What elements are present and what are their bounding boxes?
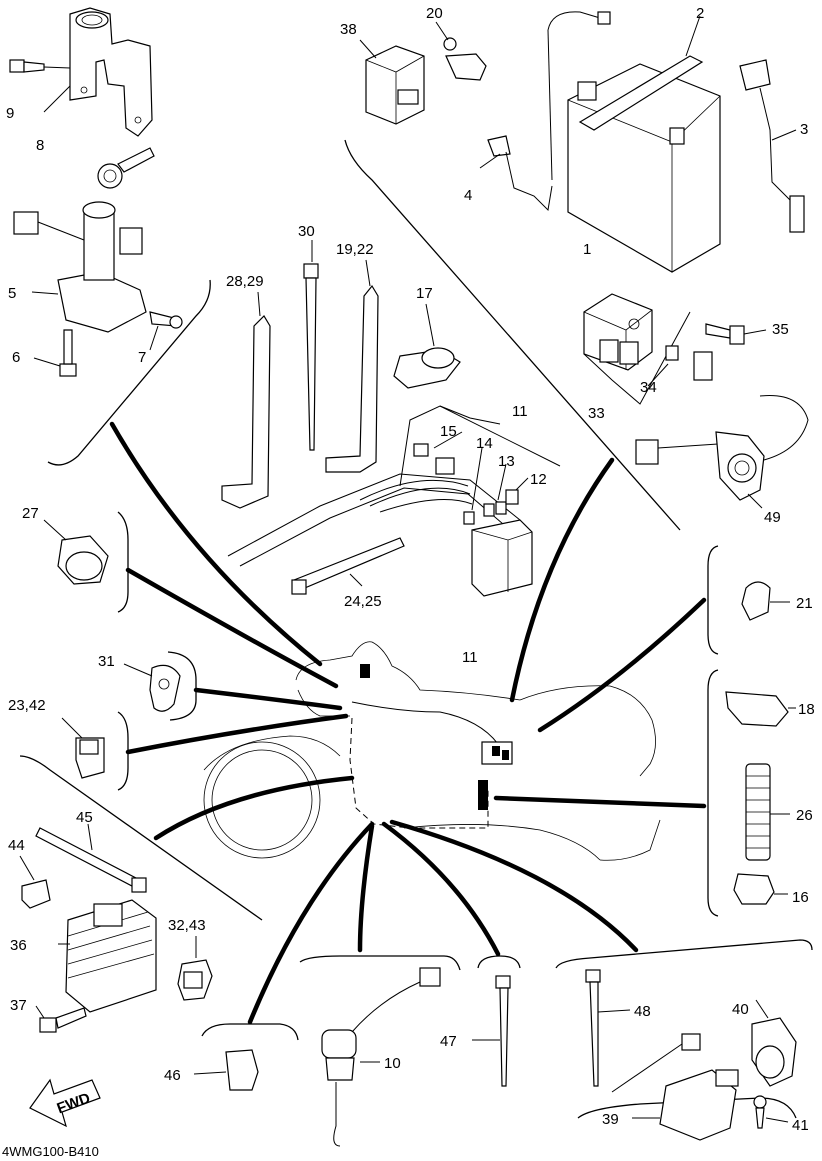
part-30-cable-tie bbox=[303, 240, 319, 451]
label-38: 38 bbox=[340, 21, 357, 38]
label-13: 13 bbox=[498, 453, 515, 470]
part-14-connector bbox=[463, 447, 483, 525]
part-19-22-band bbox=[325, 259, 379, 473]
label-33: 33 bbox=[588, 405, 605, 422]
part-11-wire-harness bbox=[227, 405, 561, 597]
part-10-switch bbox=[321, 967, 441, 1147]
part-2-battery-band bbox=[578, 15, 704, 131]
label-39: 39 bbox=[602, 1111, 619, 1128]
label-11-centre: 11 bbox=[462, 649, 478, 666]
part-38-relay bbox=[359, 39, 425, 125]
label-12: 12 bbox=[530, 471, 547, 488]
label-20: 20 bbox=[426, 5, 443, 22]
label-7: 7 bbox=[138, 349, 146, 366]
part-15-connector bbox=[413, 431, 463, 475]
part-21-clamp bbox=[741, 581, 790, 621]
part-32-43-holder bbox=[177, 936, 213, 1001]
part-16-clamp bbox=[733, 873, 788, 905]
label-19-22: 19,22 bbox=[336, 241, 374, 258]
part-4-minus-lead bbox=[479, 11, 611, 212]
label-32-43: 32,43 bbox=[168, 917, 206, 934]
diagram-code: 4WMG100-B410 bbox=[2, 1144, 99, 1159]
part-44-holder bbox=[19, 855, 51, 909]
part-27-clamp bbox=[43, 519, 109, 585]
label-49: 49 bbox=[764, 509, 781, 526]
label-41: 41 bbox=[792, 1117, 809, 1134]
part-23-42-clamp bbox=[61, 717, 105, 779]
label-10: 10 bbox=[384, 1055, 401, 1072]
part-35-bolt bbox=[705, 323, 767, 345]
part-40-cover bbox=[751, 999, 797, 1087]
connection-lines bbox=[109, 421, 707, 1025]
part-33-starter-relay bbox=[583, 293, 691, 405]
part-47-cable-tie bbox=[472, 975, 511, 1087]
part-3-battery-cable bbox=[739, 59, 805, 233]
label-23-42: 23,42 bbox=[8, 697, 46, 714]
label-47: 47 bbox=[440, 1033, 457, 1050]
part-41-screw bbox=[753, 1095, 789, 1129]
part-5-main-switch bbox=[13, 147, 155, 333]
label-15: 15 bbox=[440, 423, 457, 440]
label-3: 3 bbox=[800, 121, 808, 138]
part-6-bolt bbox=[33, 329, 77, 377]
part-13-connector bbox=[483, 463, 507, 517]
label-40: 40 bbox=[732, 1001, 749, 1018]
part-9-bolt bbox=[9, 59, 71, 73]
label-1: 1 bbox=[583, 241, 591, 258]
label-6: 6 bbox=[12, 349, 20, 366]
label-8: 8 bbox=[36, 137, 44, 154]
label-4: 4 bbox=[464, 187, 472, 204]
label-2: 2 bbox=[696, 5, 704, 22]
part-24-25-cable-tie bbox=[291, 537, 405, 595]
fwd-arrow-icon: FWD bbox=[29, 1078, 101, 1128]
part-34-fuse bbox=[647, 345, 713, 387]
label-26: 26 bbox=[796, 807, 813, 824]
callout-labels: 1 2 3 4 5 6 7 8 9 10 11 11 12 13 14 15 1… bbox=[6, 5, 815, 1134]
label-45: 45 bbox=[76, 809, 93, 826]
group-frames bbox=[19, 139, 813, 1119]
label-34: 34 bbox=[640, 379, 657, 396]
motorcycle-outline bbox=[203, 641, 661, 861]
label-46: 46 bbox=[164, 1067, 181, 1084]
label-36: 36 bbox=[10, 937, 27, 954]
label-31: 31 bbox=[98, 653, 115, 670]
part-7-screw bbox=[149, 311, 183, 351]
part-45-cable-tie bbox=[35, 823, 147, 893]
label-11-top: 11 bbox=[512, 403, 528, 420]
part-12-fuse bbox=[505, 477, 529, 505]
label-27: 27 bbox=[22, 505, 39, 522]
label-44: 44 bbox=[8, 837, 25, 854]
part-18-clamp bbox=[725, 691, 796, 727]
label-30: 30 bbox=[298, 223, 315, 240]
label-21: 21 bbox=[796, 595, 813, 612]
part-31-clamp bbox=[123, 663, 181, 712]
label-17: 17 bbox=[416, 285, 433, 302]
part-39-sensor bbox=[611, 1033, 739, 1141]
label-35: 35 bbox=[772, 321, 789, 338]
part-37-bolt bbox=[35, 1005, 87, 1033]
label-9: 9 bbox=[6, 105, 14, 122]
label-16: 16 bbox=[792, 889, 809, 906]
part-8-bracket bbox=[43, 7, 153, 137]
label-14: 14 bbox=[476, 435, 493, 452]
label-18: 18 bbox=[798, 701, 815, 718]
part-48-cable-tie bbox=[585, 969, 631, 1087]
label-5: 5 bbox=[8, 285, 16, 302]
label-37: 37 bbox=[10, 997, 27, 1014]
part-26-grommet bbox=[745, 763, 790, 861]
label-28-29: 28,29 bbox=[226, 273, 264, 290]
part-17-clamp bbox=[393, 303, 461, 389]
part-36-rectifier bbox=[58, 899, 157, 1013]
part-20-clamp bbox=[435, 21, 487, 81]
label-48: 48 bbox=[634, 1003, 651, 1020]
part-49-sensor bbox=[635, 395, 809, 509]
part-46-holder bbox=[193, 1049, 259, 1091]
part-28-29-band bbox=[221, 291, 271, 509]
label-24-25: 24,25 bbox=[344, 593, 382, 610]
